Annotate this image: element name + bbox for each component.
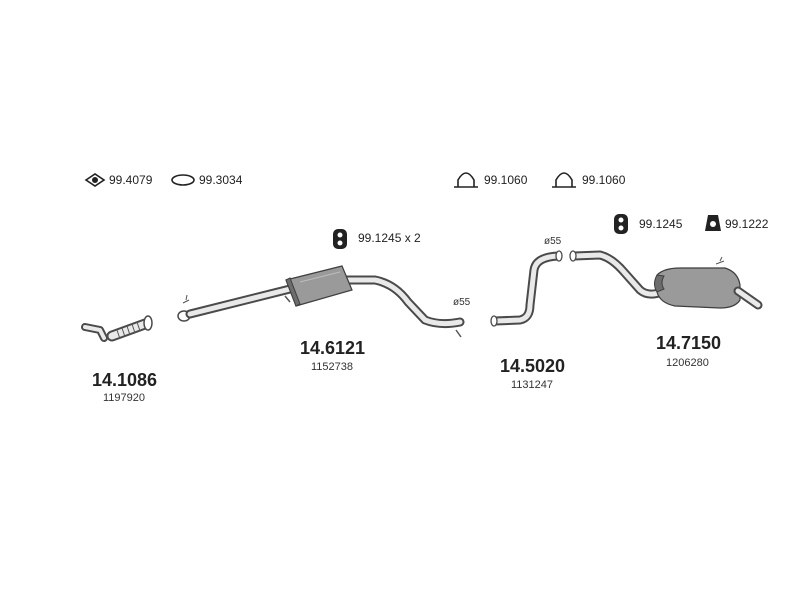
accessory-label: 99.1222: [725, 217, 769, 231]
part-flex-pipe[interactable]: [81, 315, 153, 342]
accessory-hanger-rear[interactable]: 99.1245: [614, 214, 683, 234]
accessory-gasket-ring[interactable]: 99.4079: [84, 173, 153, 187]
oem-number-3: 1131247: [511, 379, 553, 391]
accessory-label: 99.4079: [109, 173, 153, 187]
accessory-clamp-1[interactable]: 99.1060: [454, 172, 528, 188]
rubber-mount-icon: [705, 215, 721, 231]
part-centre-silencer[interactable]: ø55: [177, 265, 471, 338]
rear-silencer-drawing: [569, 250, 763, 310]
accessory-seal-ring[interactable]: 99.3034: [171, 173, 243, 187]
diameter-label-rear: ø55: [544, 236, 562, 247]
accessory-label: 99.1245 x 2: [358, 231, 421, 245]
rubber-hanger-icon: [614, 214, 628, 234]
accessory-rubber-mount[interactable]: 99.1222: [705, 215, 769, 231]
oem-number-4: 1206280: [666, 357, 709, 369]
flange-gasket-icon: [84, 173, 106, 187]
accessory-label: 99.1060: [484, 173, 528, 187]
part-number-3: 14.5020: [500, 356, 565, 376]
part-number-4: 14.7150: [656, 333, 721, 353]
accessory-label: 99.3034: [199, 173, 243, 187]
u-clamp-icon: [454, 172, 478, 188]
diameter-label-front: ø55: [453, 297, 471, 308]
oem-number-1: 1197920: [103, 392, 145, 404]
accessory-label: 99.1245: [639, 217, 683, 231]
part-rear-silencer[interactable]: [569, 250, 763, 310]
centre-silencer-drawing: [177, 265, 465, 338]
accessory-clamp-2[interactable]: 99.1060: [552, 172, 626, 188]
part-number-2: 14.6121: [300, 338, 365, 358]
part-number-1: 14.1086: [92, 370, 157, 390]
o-ring-icon: [171, 174, 195, 186]
accessory-label: 99.1060: [582, 173, 626, 187]
rubber-hanger-icon: [333, 229, 347, 249]
oem-number-2: 1152738: [311, 361, 353, 373]
flex-pipe-drawing: [81, 315, 153, 342]
part-intermediate-pipe[interactable]: ø55: [490, 236, 563, 327]
u-clamp-icon: [552, 172, 576, 188]
accessory-hanger-x2[interactable]: 99.1245 x 2: [333, 229, 421, 249]
intermediate-pipe-drawing: [490, 250, 563, 327]
